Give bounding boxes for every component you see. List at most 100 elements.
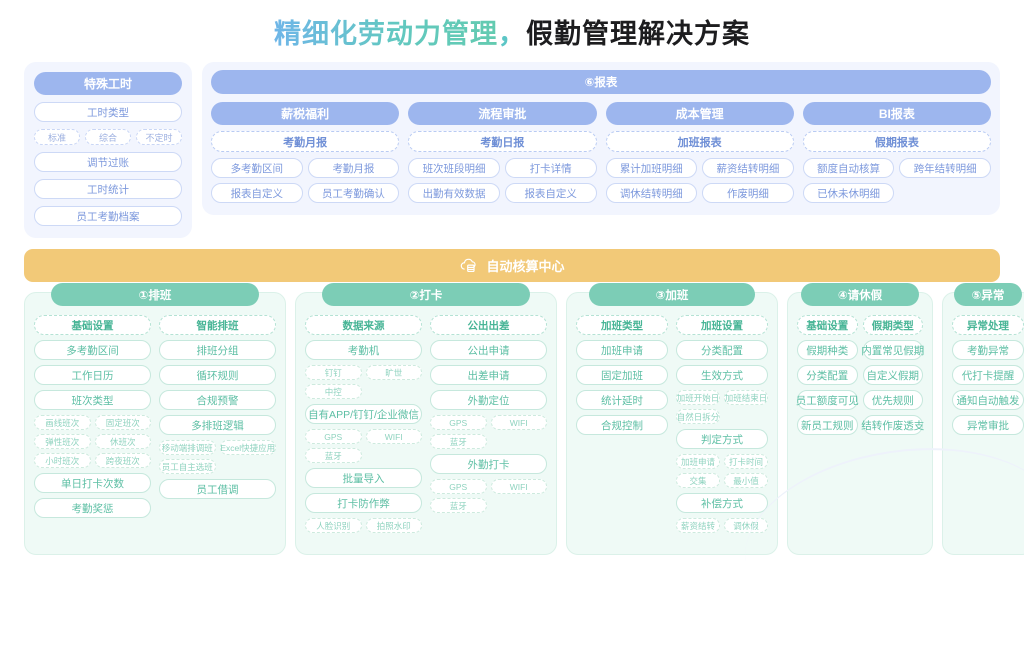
report-column-subtitle[interactable]: 考勤日报 [408,131,597,152]
module-chip[interactable]: 移动端排调班 [159,440,216,455]
module-item[interactable]: 班次类型 [34,390,151,410]
module-chip[interactable]: 小时班次 [34,453,91,468]
module-item[interactable]: 出差申请 [430,365,547,385]
module-item[interactable]: 多考勤区间 [34,340,151,360]
module-item[interactable]: 假期类型 [862,315,923,335]
module-item[interactable]: 智能排班 [159,315,276,335]
module-item[interactable]: 合规预警 [159,390,276,410]
module-chip[interactable]: 自然日拆分 [676,409,720,424]
module-chip[interactable]: WIFI [490,479,547,494]
module-item[interactable]: 批量导入 [305,468,422,488]
report-chip[interactable]: 调休结转明细 [605,183,698,203]
module-item[interactable]: 多排班逻辑 [159,415,276,435]
module-item[interactable]: 假期种类 [797,340,858,360]
module-item[interactable]: 加班申请 [576,340,668,360]
report-chip[interactable]: 打卡详情 [504,158,597,178]
module-chip[interactable]: 加班申请 [676,454,720,469]
special-hours-item-worktime-stats[interactable]: 工时统计 [34,179,182,199]
module-item[interactable]: 判定方式 [676,429,768,449]
module-item[interactable]: 加班类型 [576,315,668,335]
module-item[interactable]: 公出申请 [430,340,547,360]
report-column-title[interactable]: 薪税福利 [211,102,400,125]
module-chip[interactable]: Excel快捷应用 [219,440,276,455]
module-chip[interactable]: 加班结束日 [724,390,768,405]
report-chip[interactable]: 已休未休明细 [802,183,895,203]
module-item[interactable]: 考勤机 [305,340,422,360]
report-chip[interactable]: 额度自动核算 [802,158,895,178]
report-chip[interactable]: 报表自定义 [504,183,597,203]
module-chip[interactable]: GPS [305,429,362,444]
module-chip[interactable]: WIFI [365,429,422,444]
module-chip[interactable]: 蓝牙 [430,434,487,449]
module-item[interactable]: 单日打卡次数 [34,473,151,493]
module-chip[interactable]: 蓝牙 [305,448,362,463]
module-chip[interactable]: 固定班次 [94,415,151,430]
module-item[interactable]: 公出出差 [430,315,547,335]
report-column-title[interactable]: 流程审批 [408,102,597,125]
module-item[interactable]: 打卡防作弊 [305,493,422,513]
module-chip[interactable]: 钉钉 [305,365,362,380]
module-item[interactable]: 代打卡提醒 [952,365,1024,385]
module-item[interactable]: 固定加班 [576,365,668,385]
module-chip[interactable]: 拍照水印 [365,518,422,533]
report-column-title[interactable]: BI报表 [802,102,991,125]
module-item[interactable]: 自定义假期 [862,365,923,385]
chip-comprehensive[interactable]: 综合 [85,129,131,145]
module-item[interactable]: 工作日历 [34,365,151,385]
module-item[interactable]: 员工借调 [159,479,276,499]
module-chip[interactable]: 人脸识别 [305,518,362,533]
module-item[interactable]: 排班分组 [159,340,276,360]
chip-flexible[interactable]: 不定时 [136,129,182,145]
report-column-subtitle[interactable]: 加班报表 [605,131,794,152]
module-item[interactable]: 合规控制 [576,415,668,435]
module-item[interactable]: 通知自动触发 [952,390,1024,410]
special-hours-item-worktime-type[interactable]: 工时类型 [34,102,182,122]
module-item[interactable]: 考勤异常 [952,340,1024,360]
report-chip[interactable]: 累计加班明细 [605,158,698,178]
module-item[interactable]: 外勤定位 [430,390,547,410]
report-chip[interactable]: 出勤有效数据 [408,183,500,203]
module-item[interactable]: 异常审批 [952,415,1024,435]
module-chip[interactable]: 调休假 [724,518,768,533]
report-chip[interactable]: 多考勤区间 [211,158,303,178]
module-chip[interactable]: 加班开始日 [676,390,720,405]
module-item[interactable]: 加班设置 [676,315,768,335]
module-chip[interactable]: WIFI [490,415,547,430]
report-chip[interactable]: 员工考勤确认 [307,183,400,203]
module-item[interactable]: 考勤奖惩 [34,498,151,518]
report-chip[interactable]: 考勤月报 [307,158,400,178]
module-chip[interactable]: 薪资结转 [676,518,720,533]
module-item[interactable]: 外勤打卡 [430,454,547,474]
report-column-subtitle[interactable]: 假期报表 [802,131,991,152]
module-item[interactable]: 异常处理 [952,315,1024,335]
module-chip[interactable]: 打卡时间 [724,454,768,469]
module-chip[interactable]: 休班次 [94,434,151,449]
module-item[interactable]: 基础设置 [797,315,858,335]
module-chip[interactable]: 最小值 [724,473,768,488]
special-hours-item-adjust-posting[interactable]: 调节过账 [34,152,182,172]
module-item[interactable]: 基础设置 [34,315,151,335]
module-item[interactable]: 自有APP/钉钉/企业微信 [305,404,422,424]
module-item[interactable]: 数据来源 [305,315,422,335]
module-chip[interactable]: 蓝牙 [430,498,487,513]
module-item[interactable]: 循环规则 [159,365,276,385]
module-chip[interactable]: 旷世 [365,365,422,380]
module-chip[interactable]: 交集 [676,473,720,488]
module-item[interactable]: 结转作废透支 [861,415,924,435]
module-chip[interactable]: 中控 [305,384,362,399]
report-chip[interactable]: 报表自定义 [211,183,303,203]
module-item[interactable]: 优先规则 [862,390,923,410]
module-item[interactable]: 补偿方式 [676,493,768,513]
report-column-subtitle[interactable]: 考勤月报 [211,131,400,152]
module-item[interactable]: 分类配置 [797,365,858,385]
module-chip[interactable]: GPS [430,415,487,430]
module-item[interactable]: 内置常见假期 [861,340,924,360]
module-chip[interactable]: 员工自主选班 [159,459,216,474]
module-item[interactable]: 统计延时 [576,390,668,410]
module-item[interactable]: 员工额度可见 [796,390,859,410]
report-chip[interactable]: 跨年结转明细 [899,158,991,178]
module-chip[interactable]: 画线班次 [34,415,91,430]
module-item[interactable]: 新员工规则 [797,415,858,435]
report-chip[interactable]: 薪资结转明细 [702,158,794,178]
report-chip[interactable]: 作废明细 [702,183,794,203]
